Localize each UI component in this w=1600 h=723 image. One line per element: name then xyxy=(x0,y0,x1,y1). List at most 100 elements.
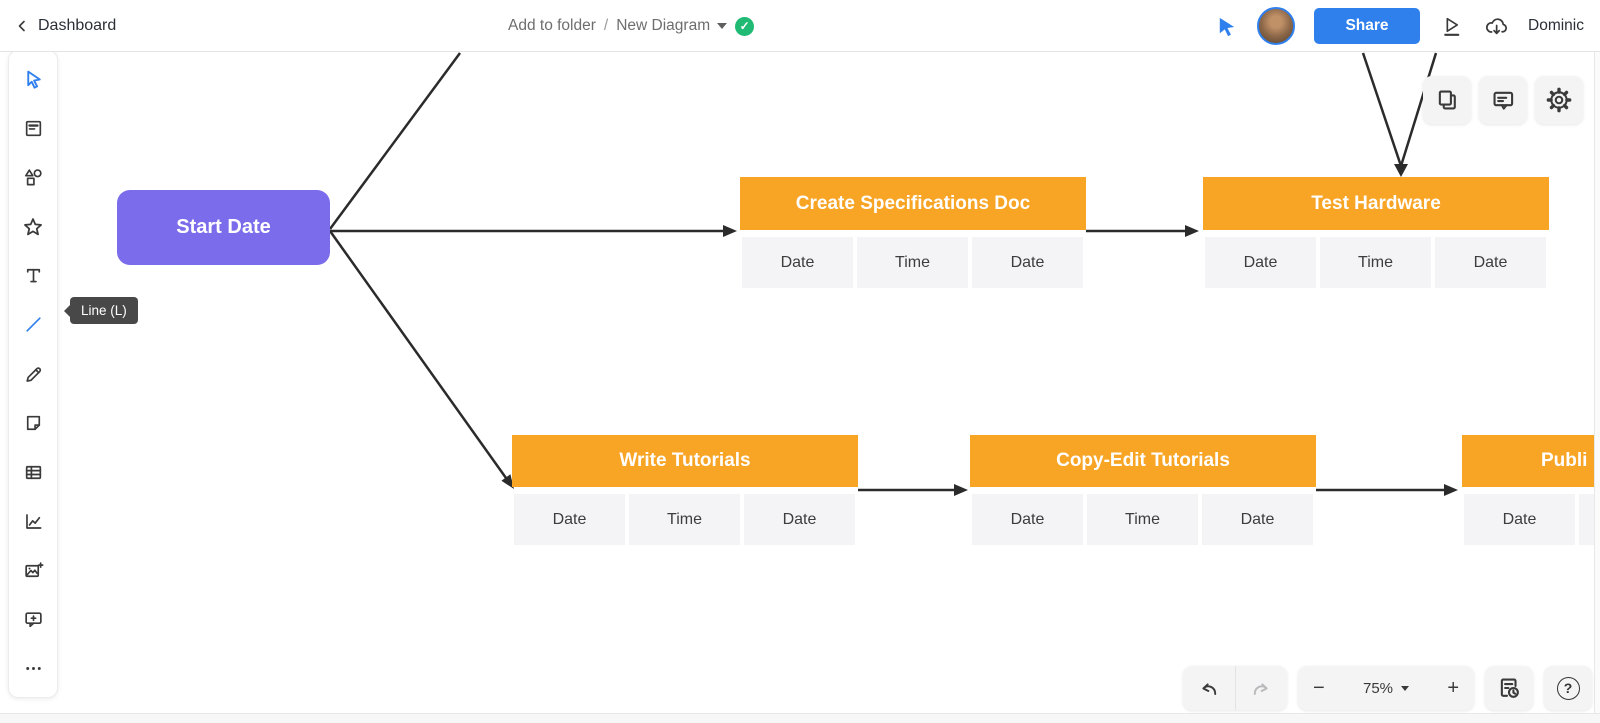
shapes-icon xyxy=(24,169,42,186)
sidebar-item-more-tools[interactable] xyxy=(9,644,57,693)
sidebar-item-sticky-note-tool[interactable] xyxy=(9,399,57,448)
document-title-dropdown[interactable]: New Diagram xyxy=(616,17,728,35)
sidebar-item-favorites-tool[interactable] xyxy=(9,202,57,251)
cursor-arrow-icon xyxy=(1219,17,1235,36)
table-icon xyxy=(25,465,41,479)
shape-copy-edit-tutorials[interactable]: Copy-Edit Tutorials Date Time Date xyxy=(970,435,1316,545)
sidebar-item-document-tool[interactable] xyxy=(9,104,57,153)
help-button[interactable]: ? xyxy=(1544,666,1592,710)
zoom-in-button[interactable]: + xyxy=(1447,676,1459,699)
right-scroll-gutter xyxy=(1594,52,1600,714)
task-cell[interactable]: Date xyxy=(1435,237,1546,288)
star-icon xyxy=(24,217,42,236)
saved-check-icon: ✓ xyxy=(735,16,755,36)
task-cell[interactable]: Date xyxy=(972,237,1083,288)
present-play-icon xyxy=(1444,17,1460,36)
help-icon: ? xyxy=(1556,676,1580,700)
zoom-controls: − 75% + xyxy=(1298,666,1474,710)
sidebar-item-pencil-tool[interactable] xyxy=(9,349,57,398)
pages-button[interactable] xyxy=(1423,76,1471,124)
task-cell[interactable]: Date xyxy=(744,494,855,545)
download-button[interactable] xyxy=(1483,13,1509,39)
diagram-canvas[interactable] xyxy=(0,52,1600,723)
zoom-level-value: 75% xyxy=(1362,679,1394,697)
sidebar-item-select-tool[interactable] xyxy=(9,55,57,104)
task-cell[interactable]: Date xyxy=(1205,237,1316,288)
present-button[interactable] xyxy=(1439,14,1464,39)
task-cell[interactable]: Date xyxy=(972,494,1083,545)
chevron-down-icon xyxy=(1401,685,1410,691)
task-cell[interactable]: Time xyxy=(1320,237,1431,288)
sidebar-item-shapes-tool[interactable] xyxy=(9,153,57,202)
shape-create-specifications-doc[interactable]: Create Specifications Doc Date Time Date xyxy=(740,177,1086,288)
redo-button[interactable] xyxy=(1236,666,1288,710)
chevron-left-icon xyxy=(18,20,25,32)
sticky-note-icon xyxy=(26,415,40,430)
task-title[interactable]: Create Specifications Doc xyxy=(740,177,1086,230)
version-history-button[interactable] xyxy=(1485,666,1533,710)
share-button[interactable]: Share xyxy=(1314,8,1421,44)
user-name-label: Dominic xyxy=(1528,17,1584,34)
pages-icon xyxy=(1438,90,1456,110)
document-title: New Diagram xyxy=(616,17,711,34)
pencil-icon xyxy=(25,366,41,382)
avatar[interactable] xyxy=(1257,7,1296,45)
tooltip-arrow xyxy=(64,304,70,317)
sidebar-item-image-tool[interactable] xyxy=(9,546,57,595)
canvas-bottom-controls: − 75% + ? xyxy=(1183,666,1592,710)
comment-icon xyxy=(1493,91,1514,110)
sidebar-item-chart-tool[interactable] xyxy=(9,497,57,546)
undo-icon xyxy=(1202,683,1216,695)
sidebar-item-comment-tool[interactable] xyxy=(9,595,57,644)
cloud-download-icon xyxy=(1486,18,1508,35)
breadcrumb: Add to folder / New Diagram ✓ xyxy=(508,0,755,52)
task-cell[interactable]: Date xyxy=(1464,494,1575,545)
document-icon xyxy=(25,120,41,137)
breadcrumb-separator: / xyxy=(603,17,609,34)
back-to-dashboard-button[interactable]: Dashboard xyxy=(14,0,116,52)
collaborator-cursor-toggle[interactable] xyxy=(1215,15,1238,38)
line-tool-tooltip: Line (L) xyxy=(64,297,138,324)
sidebar-item-table-tool[interactable] xyxy=(9,448,57,497)
shape-test-hardware[interactable]: Test Hardware Date Time Date xyxy=(1203,177,1549,288)
task-cell[interactable]: Date xyxy=(1202,494,1313,545)
sidebar-item-text-tool[interactable] xyxy=(9,251,57,300)
task-title[interactable]: Write Tutorials xyxy=(512,435,858,487)
settings-button[interactable] xyxy=(1535,76,1583,124)
version-history-icon xyxy=(1500,678,1519,698)
task-cell[interactable]: Date xyxy=(742,237,853,288)
canvas-floating-toolbar xyxy=(1423,76,1583,124)
zoom-out-button[interactable]: − xyxy=(1313,676,1325,699)
tooltip-label: Line (L) xyxy=(81,303,127,318)
tool-sidebar xyxy=(8,50,58,698)
text-icon xyxy=(26,269,40,283)
task-title[interactable]: Test Hardware xyxy=(1203,177,1549,230)
line-icon xyxy=(25,317,41,333)
add-to-folder-link[interactable]: Add to folder xyxy=(508,17,596,34)
zoom-level-dropdown[interactable]: 75% xyxy=(1362,679,1410,697)
app-header: Dashboard Add to folder / New Diagram ✓ … xyxy=(0,0,1600,52)
task-cell[interactable]: Time xyxy=(857,237,968,288)
shape-start-date[interactable]: Start Date xyxy=(117,190,330,265)
comment-add-icon xyxy=(24,612,42,628)
task-title[interactable]: Publi xyxy=(1462,435,1600,487)
task-title[interactable]: Copy-Edit Tutorials xyxy=(970,435,1316,487)
ellipsis-icon xyxy=(25,666,41,670)
shape-write-tutorials[interactable]: Write Tutorials Date Time Date xyxy=(512,435,858,545)
dashboard-label: Dashboard xyxy=(38,17,117,34)
undo-redo-group xyxy=(1183,666,1287,710)
redo-icon xyxy=(1254,683,1268,695)
task-cell[interactable]: Date xyxy=(514,494,625,545)
task-cell[interactable]: Time xyxy=(1087,494,1198,545)
shape-publish[interactable]: Publi Date xyxy=(1462,435,1600,545)
chevron-down-icon xyxy=(717,23,728,29)
sidebar-item-line-tool[interactable] xyxy=(9,300,57,349)
undo-button[interactable] xyxy=(1183,666,1236,710)
bottom-scroll-gutter xyxy=(0,713,1600,723)
cursor-icon xyxy=(26,70,41,89)
comments-button[interactable] xyxy=(1479,76,1527,124)
image-add-icon xyxy=(24,562,43,577)
chart-icon xyxy=(25,513,41,529)
task-cell[interactable]: Time xyxy=(629,494,740,545)
settings-gear-icon xyxy=(1546,87,1572,113)
